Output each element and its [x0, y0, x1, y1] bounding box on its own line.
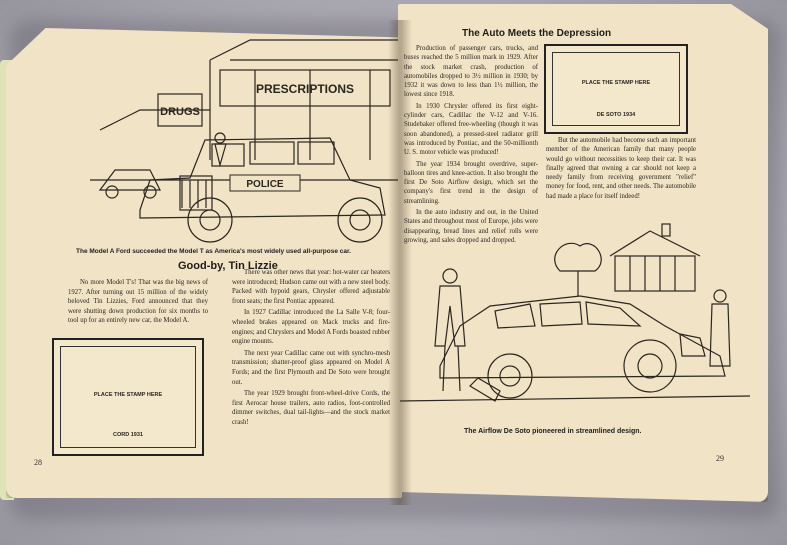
paragraph: But the automobile had become such an im…: [546, 137, 696, 200]
left-heading: Good-by, Tin Lizzie: [178, 260, 278, 272]
page-number-left: 28: [34, 458, 42, 467]
stamp-box-desoto: PLACE THE STAMP HERE DE SOTO 1934: [544, 44, 688, 134]
right-illustration-caption: The Airflow De Soto pioneered in streaml…: [464, 428, 642, 435]
right-page: The Auto Meets the Depression Production…: [398, 4, 768, 502]
left-illustration-caption: The Model A Ford succeeded the Model T a…: [76, 248, 351, 255]
airflow-desoto-illustration: [400, 223, 750, 402]
police-sign: POLICE: [246, 179, 284, 190]
left-column-2: There was other news that year: hot-wate…: [232, 268, 390, 430]
stamp-name-label: CORD 1931: [113, 432, 143, 438]
stamp-box-inner: [60, 346, 196, 448]
paragraph: In 1927 Cadillac introduced the La Salle…: [232, 309, 390, 346]
book-gutter: [388, 20, 412, 505]
model-a-ford-illustration: POLICE DRUGS PRESCRIPTIONS: [90, 39, 400, 243]
stamp-box-cord: PLACE THE STAMP HERE CORD 1931: [52, 338, 204, 456]
paragraph: Production of passenger cars, trucks, an…: [404, 45, 538, 99]
stamp-name-label: DE SOTO 1934: [596, 112, 636, 118]
stamp-place-label: PLACE THE STAMP HERE: [581, 80, 651, 86]
page-number-right: 29: [716, 454, 724, 463]
right-column-2: But the automobile had become such an im…: [546, 136, 696, 203]
right-heading: The Auto Meets the Depression: [462, 28, 612, 39]
paragraph: The year 1934 brought overdrive, super-b…: [404, 160, 538, 205]
prescription-sign: PRESCRIPTIONS: [256, 82, 354, 96]
paragraph: In the auto industry and out, in the Uni…: [404, 209, 538, 244]
stamp-box-inner: [552, 52, 680, 126]
right-column-1: Production of passenger cars, trucks, an…: [404, 44, 538, 247]
left-column-1: No more Model T's! That was the big news…: [68, 278, 208, 328]
paragraph: No more Model T's! That was the big news…: [68, 279, 208, 325]
paragraph: In 1930 Chrysler offered its first eight…: [404, 102, 538, 157]
paragraph: The next year Cadillac came out with syn…: [232, 349, 390, 386]
paragraph: The year 1929 brought front-wheel-drive …: [232, 390, 390, 426]
drug-sign: DRUGS: [160, 106, 200, 118]
paragraph: There was other news that year: hot-wate…: [232, 269, 390, 305]
left-page: POLICE DRUGS PRESCRIPTIONS The Model A F…: [6, 28, 402, 498]
stamp-place-label: PLACE THE STAMP HERE: [93, 392, 163, 398]
